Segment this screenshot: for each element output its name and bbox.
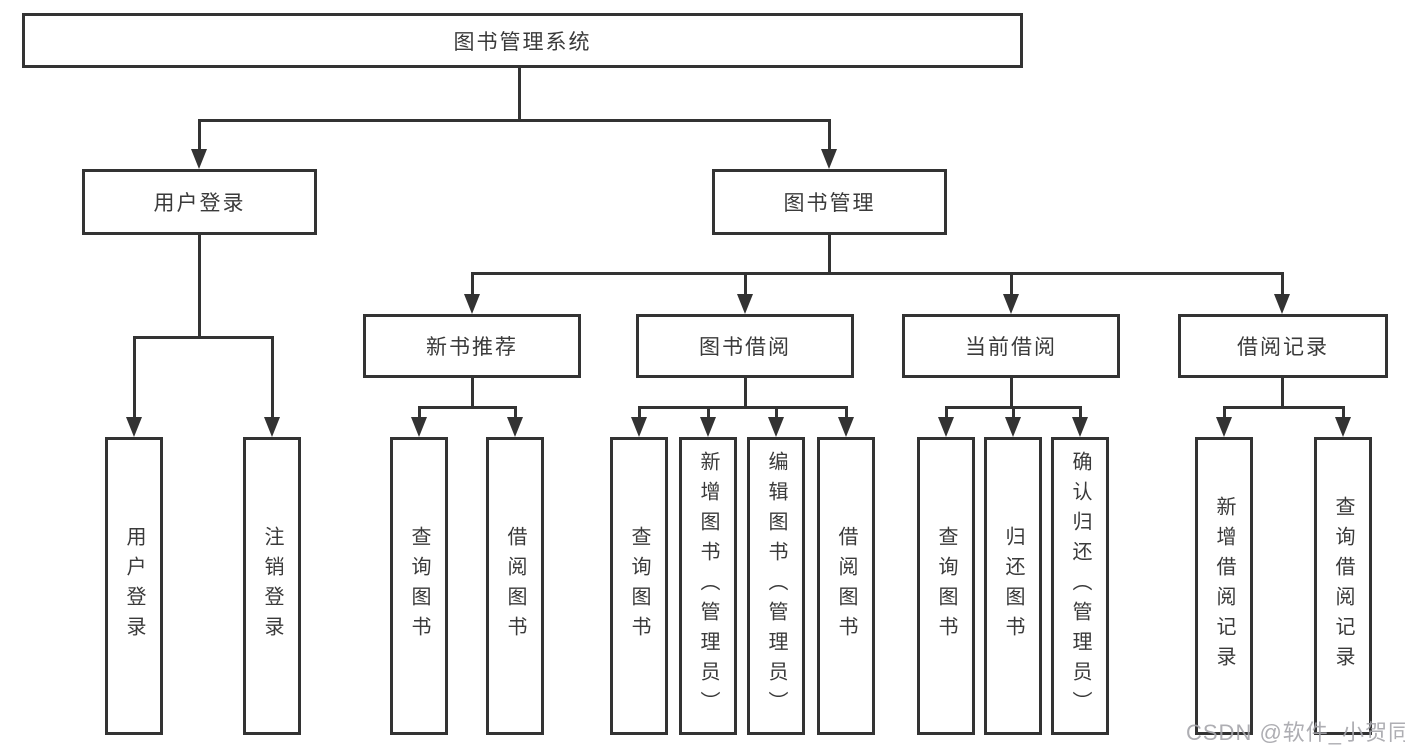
connector-line <box>707 406 710 420</box>
connector-line <box>1010 272 1013 297</box>
connector-line <box>775 406 778 420</box>
connector-line <box>828 235 831 275</box>
connector-line <box>1012 406 1015 420</box>
leaf-records-add-record: 新增借阅记录 <box>1195 437 1253 735</box>
connector-line <box>418 406 421 420</box>
arrow-down-icon <box>1274 294 1290 314</box>
connector-line <box>418 406 517 409</box>
arrow-down-icon <box>507 417 523 437</box>
leaf-label: 归还图书 <box>1002 526 1024 646</box>
arrow-down-icon <box>126 417 142 437</box>
connector-line <box>198 119 831 122</box>
connector-line <box>1079 406 1082 420</box>
leaf-label: 用户登录 <box>123 526 145 646</box>
leaf-label: 借阅图书 <box>835 526 857 646</box>
leaf-label: 查询图书 <box>935 526 957 646</box>
leaf-label: 编辑图书（管理员） <box>765 451 787 721</box>
csdn-watermark: CSDN @软件_小贺同学 <box>1186 720 1405 745</box>
arrow-down-icon <box>264 417 280 437</box>
arrow-down-icon <box>821 149 837 169</box>
arrow-down-icon <box>464 294 480 314</box>
leaf-borrow-query-book: 查询图书 <box>610 437 668 735</box>
arrow-down-icon <box>631 417 647 437</box>
node-current-borrowing: 当前借阅 <box>902 314 1120 378</box>
arrow-down-icon <box>737 294 753 314</box>
leaf-current-query-book: 查询图书 <box>917 437 975 735</box>
connector-line <box>198 119 201 153</box>
connector-line <box>471 378 474 409</box>
leaf-label: 新增图书（管理员） <box>697 451 719 721</box>
connector-line <box>845 406 848 420</box>
connector-line <box>638 406 641 420</box>
arrow-down-icon <box>1005 417 1021 437</box>
leaf-label: 借阅图书 <box>504 526 526 646</box>
arrow-down-icon <box>1003 294 1019 314</box>
leaf-current-confirm-return-admin: 确认归还（管理员） <box>1051 437 1109 735</box>
connector-line <box>744 378 747 409</box>
connector-line <box>1281 378 1284 409</box>
leaf-recommend-borrow-book: 借阅图书 <box>486 437 544 735</box>
leaf-label: 新增借阅记录 <box>1213 496 1235 676</box>
leaf-recommend-query-book: 查询图书 <box>390 437 448 735</box>
connector-line <box>945 406 948 420</box>
connector-line <box>198 235 201 337</box>
arrow-down-icon <box>938 417 954 437</box>
leaf-logout: 注销登录 <box>243 437 301 735</box>
node-new-book-recommend: 新书推荐 <box>363 314 581 378</box>
leaf-borrow-edit-book-admin: 编辑图书（管理员） <box>747 437 805 735</box>
leaf-label: 查询图书 <box>408 526 430 646</box>
leaf-borrow-add-book-admin: 新增图书（管理员） <box>679 437 737 735</box>
leaf-label: 查询图书 <box>628 526 650 646</box>
arrow-down-icon <box>1335 417 1351 437</box>
connector-line <box>1223 406 1345 409</box>
connector-line <box>1281 272 1284 297</box>
leaf-label: 查询借阅记录 <box>1332 496 1354 676</box>
node-book-management: 图书管理 <box>712 169 947 235</box>
connector-line <box>1223 406 1226 420</box>
connector-line <box>471 272 1284 275</box>
arrow-down-icon <box>768 417 784 437</box>
connector-line <box>518 68 521 122</box>
connector-line <box>1342 406 1345 420</box>
arrow-down-icon <box>838 417 854 437</box>
arrow-down-icon <box>1216 417 1232 437</box>
leaf-borrow-borrow-book: 借阅图书 <box>817 437 875 735</box>
leaf-current-return-book: 归还图书 <box>984 437 1042 735</box>
node-user-login-module: 用户登录 <box>82 169 317 235</box>
connector-line <box>514 406 517 420</box>
arrow-down-icon <box>1072 417 1088 437</box>
leaf-label: 注销登录 <box>261 526 283 646</box>
connector-line <box>1010 378 1013 409</box>
node-root: 图书管理系统 <box>22 13 1023 68</box>
connector-line <box>471 272 474 297</box>
leaf-label: 确认归还（管理员） <box>1069 451 1091 721</box>
connector-line <box>133 336 274 339</box>
connector-line <box>638 406 847 409</box>
arrow-down-icon <box>411 417 427 437</box>
connector-line <box>271 336 274 420</box>
leaf-records-query-record: 查询借阅记录 <box>1314 437 1372 735</box>
connector-line <box>744 272 747 297</box>
leaf-user-login: 用户登录 <box>105 437 163 735</box>
connector-line <box>133 336 136 420</box>
node-book-borrowing: 图书借阅 <box>636 314 854 378</box>
connector-line <box>828 119 831 153</box>
arrow-down-icon <box>700 417 716 437</box>
node-borrow-records: 借阅记录 <box>1178 314 1388 378</box>
arrow-down-icon <box>191 149 207 169</box>
